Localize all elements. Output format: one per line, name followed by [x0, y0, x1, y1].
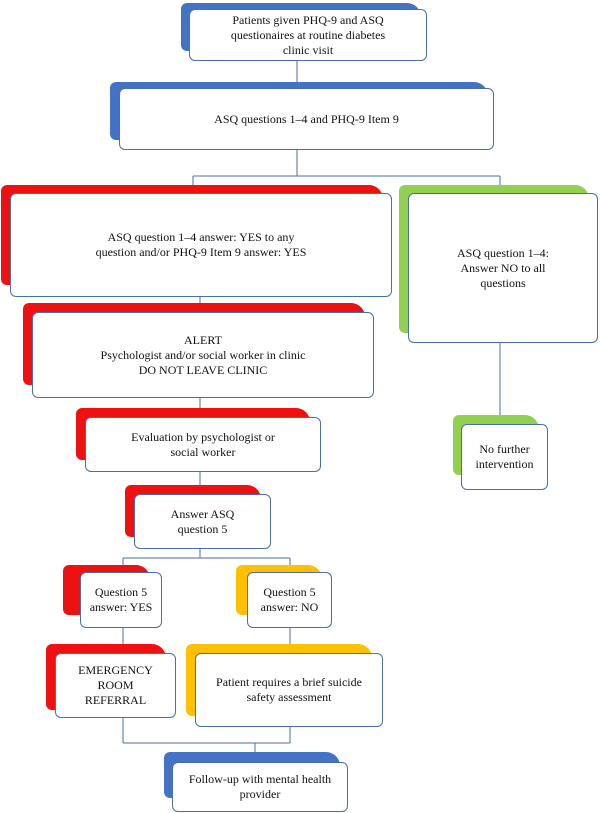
node-brief-line-2: safety assessment: [246, 690, 332, 704]
node-brief-box: Patient requires a brief suicide safety …: [195, 653, 383, 727]
node-followup-line-1: Follow-up with mental health: [188, 772, 332, 786]
node-start-line-3: clinic visit: [282, 42, 334, 57]
node-followup-box: Follow-up with mental health provider: [172, 762, 348, 812]
node-answer-q5-line-2: question 5: [177, 521, 228, 536]
node-followup-line-2: provider: [239, 787, 281, 801]
node-screen-line-1: ASQ questions 1–4 and PHQ-9 Item 9: [214, 111, 399, 126]
node-evaluation-box: Evaluation by psychologist or social wor…: [85, 417, 321, 472]
node-alert-line-3: DO NOT LEAVE CLINIC: [138, 362, 268, 377]
node-emergency-line-2: ROOM: [97, 678, 134, 692]
node-no-further-line-1: No further: [479, 442, 530, 456]
node-alert-box: ALERT Psychologist and/or social worker …: [32, 312, 374, 398]
node-evaluation-line-1: Evaluation by psychologist or: [131, 429, 275, 444]
node-no-all-line-3: questions: [480, 275, 526, 290]
node-q5-no-line-2: answer: NO: [260, 600, 319, 614]
node-start-line-1: Patients given PHQ-9 and ASQ: [232, 12, 384, 27]
node-no-all-line-2: Answer NO to all: [460, 260, 546, 275]
node-emergency-box: EMERGENCY ROOM REFERRAL: [55, 653, 176, 718]
node-no-further-line-2: intervention: [475, 457, 534, 471]
node-no-all-line-1: ASQ question 1–4:: [456, 245, 549, 260]
node-screen-box: ASQ questions 1–4 and PHQ-9 Item 9: [119, 88, 494, 150]
node-evaluation-line-2: social worker: [170, 444, 236, 459]
node-q5-yes-line-1: Question 5: [94, 585, 148, 599]
node-start-box: Patients given PHQ-9 and ASQ questionair…: [189, 9, 427, 61]
node-yes-any-line-1: ASQ question 1–4 answer: YES to any: [107, 230, 295, 244]
node-yes-any-line-2: question and/or PHQ-9 Item 9 answer: YES: [95, 245, 307, 259]
node-no-further-box: No further intervention: [461, 424, 548, 490]
node-alert-line-1: ALERT: [184, 332, 222, 347]
node-yes-any-box: ASQ question 1–4 answer: YES to any ques…: [10, 193, 392, 297]
node-emergency-line-1: EMERGENCY: [78, 663, 153, 677]
node-emergency-line-3: REFERRAL: [84, 693, 147, 707]
node-answer-q5-box: Answer ASQ question 5: [134, 494, 271, 549]
node-no-all-box: ASQ question 1–4: Answer NO to all quest…: [408, 193, 598, 343]
node-brief-line-1: Patient requires a brief suicide: [216, 675, 362, 689]
node-start-line-2: questionaires at routine diabetes: [230, 27, 386, 42]
node-q5-no-box: Question 5 answer: NO: [247, 572, 332, 628]
node-q5-yes-line-2: answer: YES: [89, 600, 153, 614]
node-q5-no-line-1: Question 5: [263, 585, 316, 599]
node-q5-yes-box: Question 5 answer: YES: [80, 572, 162, 628]
node-alert-line-2: Psychologist and/or social worker in cli…: [100, 347, 306, 362]
node-answer-q5-line-1: Answer ASQ: [170, 506, 235, 521]
